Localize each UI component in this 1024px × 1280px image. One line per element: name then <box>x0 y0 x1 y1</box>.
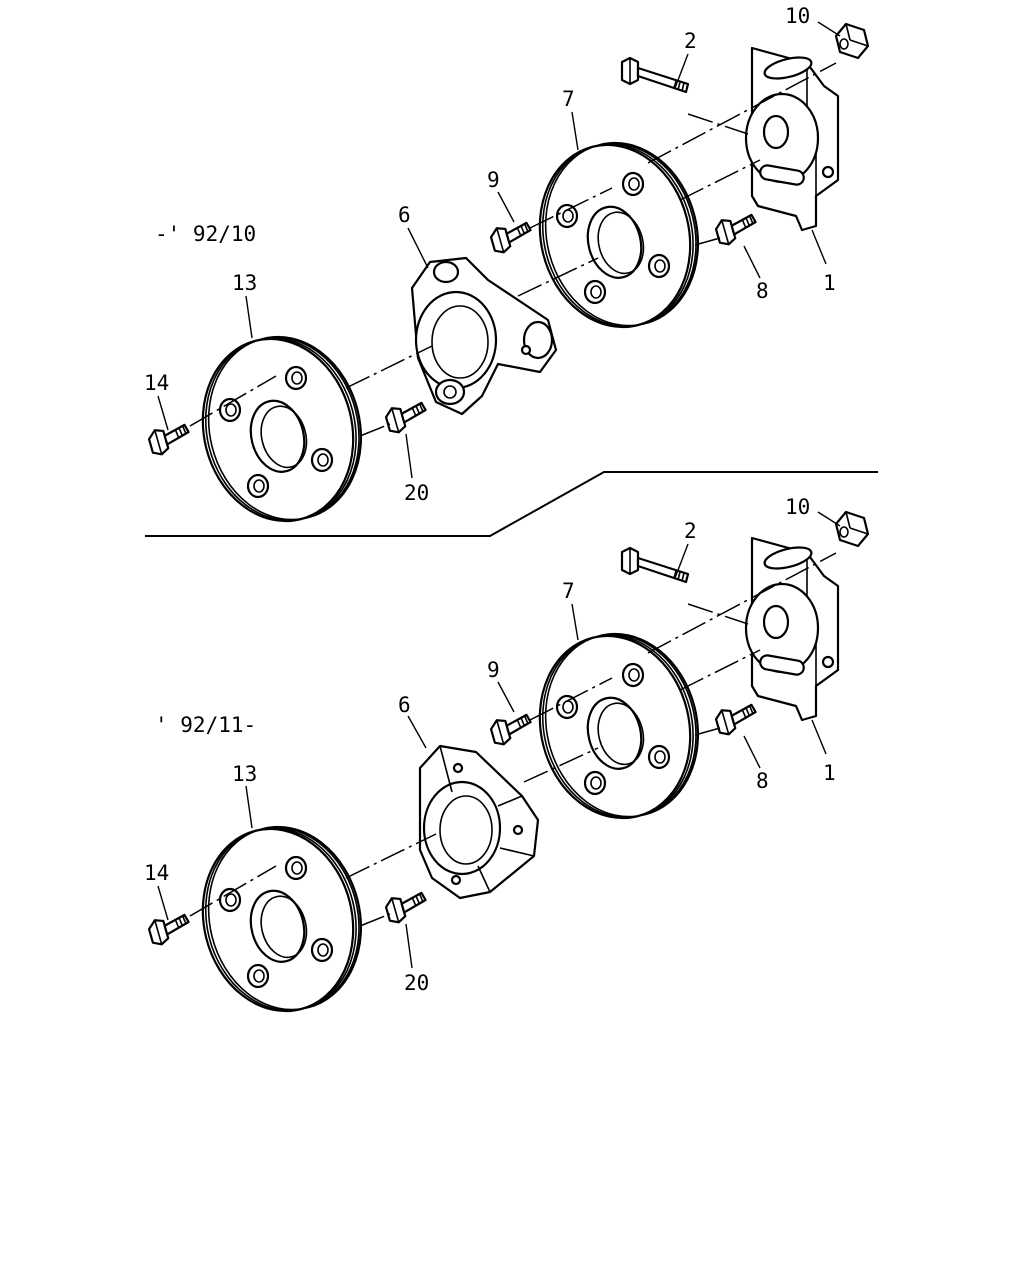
part-number-13: 13 <box>232 271 257 295</box>
part-number-14: 14 <box>144 861 169 885</box>
bolt-part <box>713 700 761 738</box>
disc-part <box>519 125 718 345</box>
long-bolt-part <box>620 56 690 94</box>
separator-line <box>145 471 878 537</box>
flange-part <box>410 256 558 416</box>
flange-part <box>418 744 540 900</box>
part-number-20: 20 <box>404 971 429 995</box>
bracket-part <box>744 536 840 722</box>
disc-part <box>182 319 381 539</box>
part-number-2: 2 <box>684 29 697 53</box>
part-number-2: 2 <box>684 519 697 543</box>
part-number-1: 1 <box>823 761 836 785</box>
nut-part <box>834 510 870 548</box>
disc-part <box>519 616 718 836</box>
range-label: -' 92/10 <box>155 222 256 246</box>
bolt-part <box>146 910 194 948</box>
bolt-part <box>383 888 431 926</box>
part-number-14: 14 <box>144 371 169 395</box>
part-number-10: 10 <box>785 495 810 519</box>
nut-part <box>834 22 870 60</box>
bolt-part <box>383 398 431 436</box>
bracket-part <box>744 46 840 232</box>
group-upper: -' 92/10 <box>144 4 870 539</box>
part-number-7: 7 <box>562 579 575 603</box>
bolt-part <box>488 218 536 256</box>
bolt-part <box>488 710 536 748</box>
part-number-1: 1 <box>823 271 836 295</box>
part-number-20: 20 <box>404 481 429 505</box>
part-number-6: 6 <box>398 203 411 227</box>
group-lower: ' 92/11- <box>144 495 870 1029</box>
part-number-10: 10 <box>785 4 810 28</box>
long-bolt-part <box>620 546 690 584</box>
part-number-8: 8 <box>756 769 769 793</box>
part-number-8: 8 <box>756 279 769 303</box>
disc-part <box>182 809 381 1029</box>
range-label: ' 92/11- <box>155 713 256 737</box>
part-number-7: 7 <box>562 87 575 111</box>
part-number-6: 6 <box>398 693 411 717</box>
bolt-part <box>146 420 194 458</box>
part-number-9: 9 <box>487 658 500 682</box>
part-number-9: 9 <box>487 168 500 192</box>
part-number-13: 13 <box>232 762 257 786</box>
bolt-part <box>713 210 761 248</box>
